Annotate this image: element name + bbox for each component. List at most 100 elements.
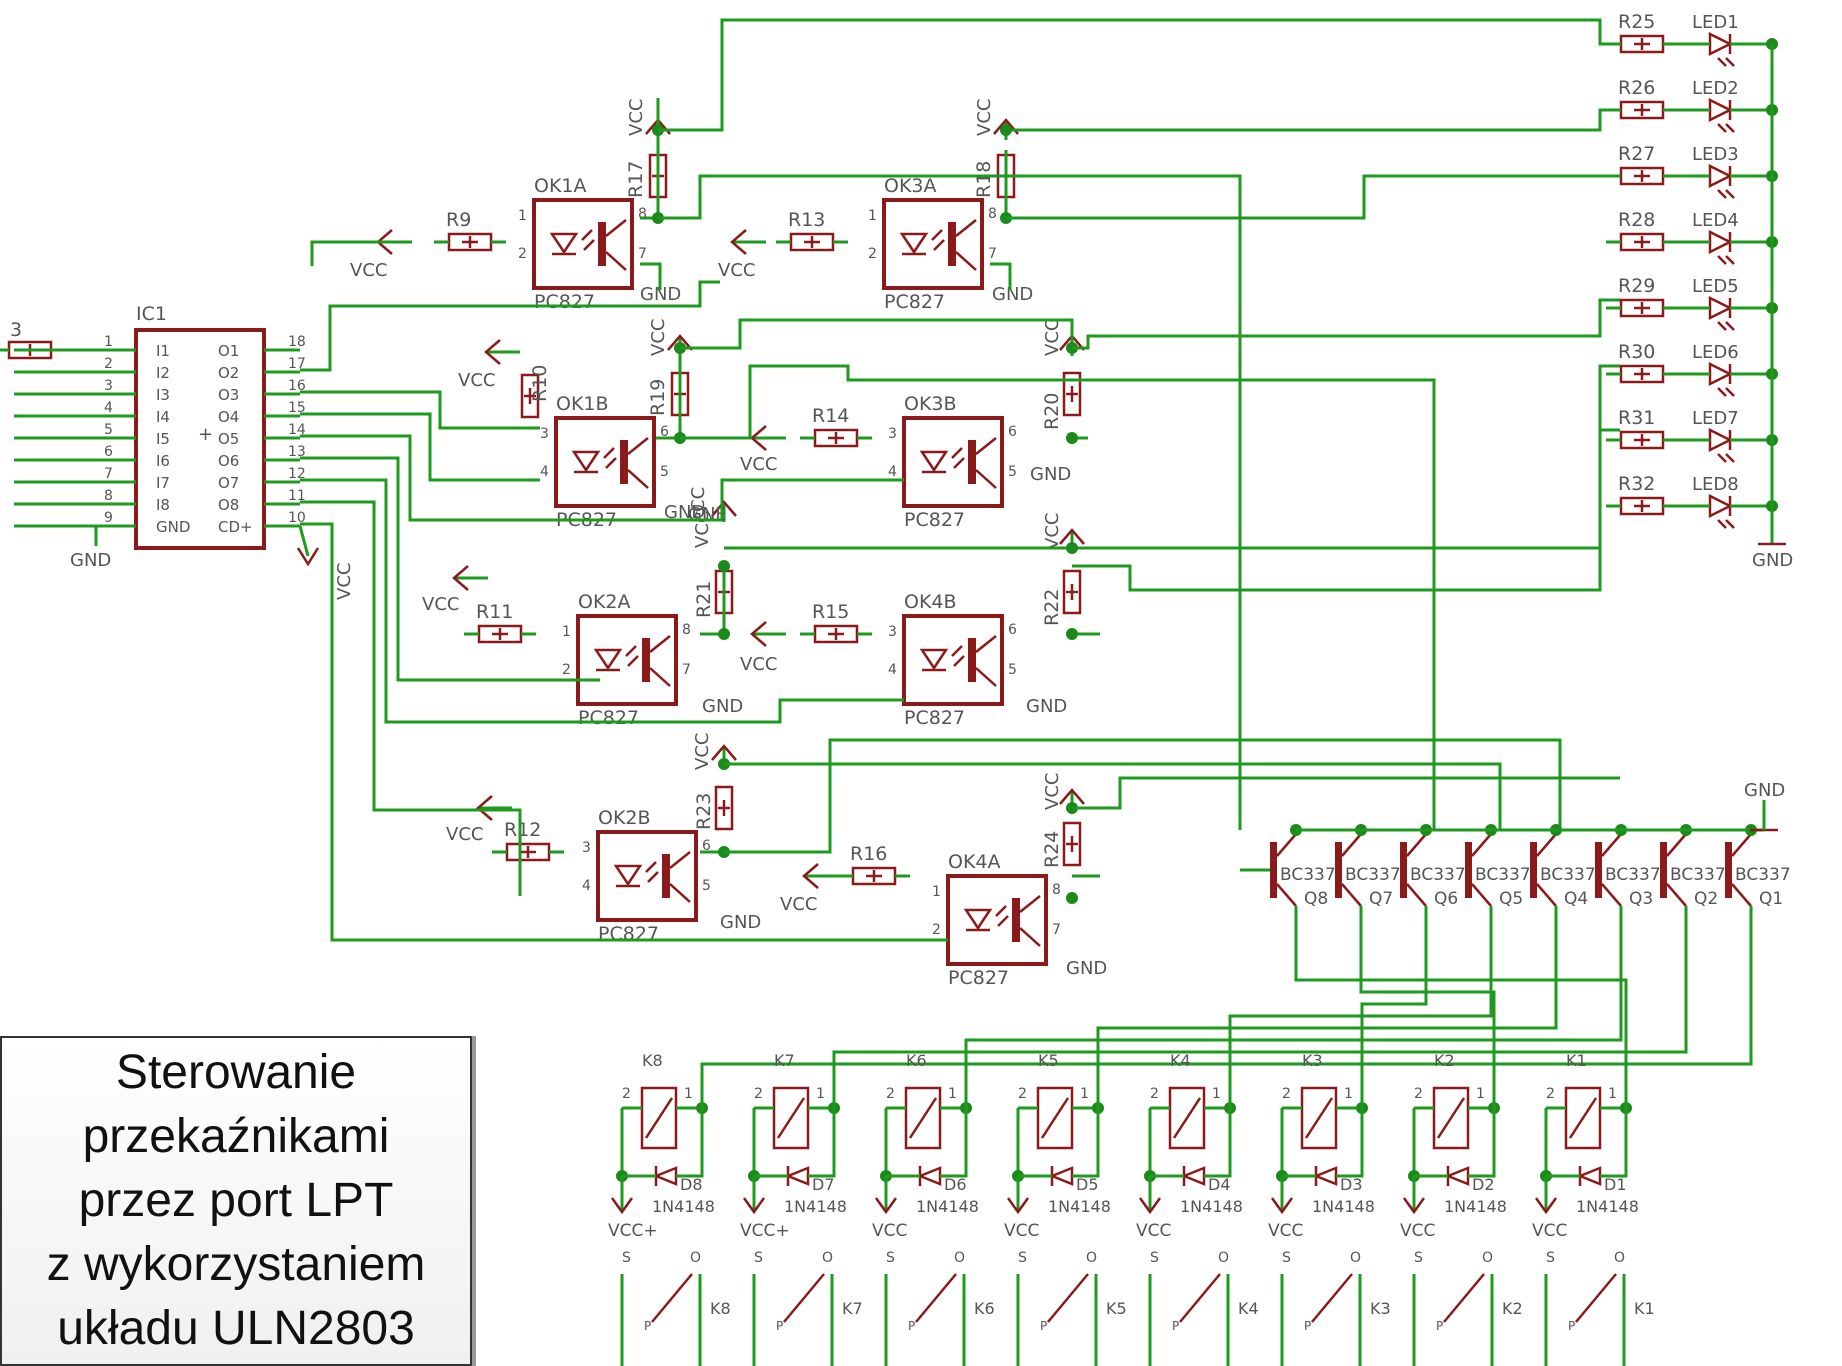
opto-pin: 1 — [518, 208, 527, 224]
opto-type: PC827 — [884, 291, 945, 313]
transistor-base — [1530, 842, 1537, 898]
opto-ok2b — [596, 830, 698, 922]
ic1-pin-number: 10 — [288, 510, 306, 526]
photo-base — [968, 638, 976, 682]
relay-coil — [1300, 1086, 1338, 1150]
contact-label: P — [1172, 1319, 1179, 1333]
ic1-pin-number: 2 — [104, 356, 113, 372]
transistor-type: BC337 — [1280, 865, 1336, 885]
wire — [724, 738, 1562, 854]
transistor-base — [1270, 842, 1277, 898]
vcc-label: VCC — [740, 654, 777, 675]
opto-type: PC827 — [578, 707, 639, 729]
ic1-pin-name: O2 — [218, 364, 239, 382]
vcc-arrow — [750, 621, 767, 647]
photo-emitter — [975, 469, 997, 489]
diode-name: D2 — [1472, 1175, 1495, 1194]
resistor-label: R22 — [1041, 589, 1063, 626]
contact-label: S — [1546, 1250, 1555, 1266]
ic1-pin-number: 17 — [288, 356, 306, 372]
ic1-pin-name: I4 — [156, 408, 170, 426]
vcc-arrow — [1059, 528, 1085, 545]
transistor-emitter — [1666, 883, 1687, 907]
relay-coil — [904, 1086, 942, 1150]
relay-name: K6 — [906, 1051, 927, 1070]
opto-ok1a — [532, 198, 634, 290]
photo-collector — [605, 219, 627, 237]
led-label: LED4 — [1692, 210, 1739, 231]
wire — [1006, 108, 1620, 132]
relay-pin: 2 — [1414, 1086, 1423, 1102]
ic1-pin-number: 9 — [104, 510, 113, 526]
led-light — [1725, 57, 1735, 67]
diode-name: D1 — [1604, 1175, 1627, 1194]
transistor-emitter — [1341, 883, 1362, 907]
photo-base — [662, 854, 670, 898]
resistor-label: R15 — [812, 601, 849, 623]
opto-pin: 1 — [868, 208, 877, 224]
resistor-label: R16 — [850, 843, 887, 865]
contact-label: S — [754, 1250, 763, 1266]
transistor-emitter — [1276, 883, 1297, 907]
ic1-pin-name: O3 — [218, 386, 239, 404]
opto-type: PC827 — [904, 509, 965, 531]
led-label: LED3 — [1692, 144, 1739, 165]
diode-wire — [808, 1108, 836, 1178]
relay-drive-wire — [1359, 906, 1496, 1108]
opto-pin: 3 — [888, 426, 897, 442]
wire — [310, 240, 410, 266]
opto-pin: 8 — [682, 622, 691, 638]
transistor-collector — [1731, 833, 1752, 857]
ic1-pin-name: GND — [156, 518, 190, 536]
photo-emitter — [955, 251, 977, 271]
resistor-label: R11 — [476, 601, 513, 623]
vcc-arrow — [296, 547, 320, 567]
vcc-arrow — [1402, 1197, 1426, 1215]
transistor-type: BC337 — [1670, 865, 1726, 885]
contact-name: K2 — [1502, 1299, 1523, 1318]
vcc-arrow — [730, 229, 747, 255]
resistor-label: R14 — [812, 405, 849, 427]
diode-symbol — [784, 1166, 810, 1186]
resistor-label: R18 — [973, 161, 995, 198]
light-arrow — [625, 645, 637, 657]
light-arrow — [995, 905, 1007, 917]
resistor-label: R9 — [446, 209, 471, 231]
transistor-name: Q5 — [1499, 889, 1523, 909]
led-light — [1717, 387, 1727, 397]
photo-collector — [975, 437, 997, 455]
vcc-label: VCC — [626, 99, 647, 136]
ic1-pin-name: I3 — [156, 386, 170, 404]
opto-type: PC827 — [904, 707, 965, 729]
led-light — [1725, 189, 1735, 199]
opto-pin: 3 — [888, 624, 897, 640]
gnd-label: GND — [70, 550, 111, 571]
vcc-arrow — [667, 334, 693, 351]
relay-coil — [772, 1086, 810, 1150]
ic1-pin-number: 13 — [288, 444, 306, 460]
opto-pin: 7 — [682, 662, 691, 678]
led-triangle — [571, 450, 601, 473]
opto-pin: 7 — [638, 246, 647, 262]
ic1-pin-name: O6 — [218, 452, 239, 470]
vcc-arrow — [1138, 1197, 1162, 1215]
relay-name: K2 — [1434, 1051, 1455, 1070]
wire — [300, 390, 540, 430]
vcc-label: VCC — [1532, 1221, 1567, 1241]
contact-switch — [1179, 1273, 1221, 1323]
contact-name: K8 — [710, 1299, 731, 1318]
transistor-emitter — [1731, 883, 1752, 907]
contact-label: S — [1018, 1250, 1027, 1266]
vcc-arrow — [1534, 1197, 1558, 1215]
vcc-label: VCC+ — [608, 1221, 658, 1241]
contact-switch — [651, 1273, 693, 1323]
diode-symbol — [916, 1166, 942, 1186]
transistor-type: BC337 — [1735, 865, 1791, 885]
ic1-pin-name: I6 — [156, 452, 170, 470]
vcc-label: VCC — [350, 260, 387, 281]
resistor-label: R13 — [788, 209, 825, 231]
vcc-arrow — [476, 795, 493, 821]
vcc-arrow — [742, 1197, 766, 1215]
opto-ok4a — [946, 874, 1048, 966]
